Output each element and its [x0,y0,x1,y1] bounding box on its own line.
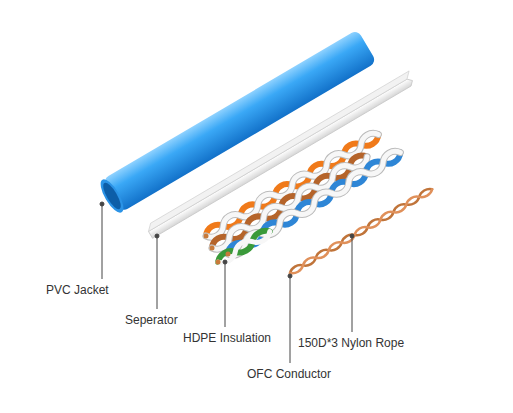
part-label: OFC Conductor [247,367,331,381]
part-label: Seperator [125,313,178,327]
twisted-pairs [203,130,403,266]
part-label: PVC Jacket [46,283,109,297]
part-label: HDPE Insulation [183,331,271,345]
nylon-rope [288,187,433,276]
part-label: 150D*3 Nylon Rope [298,336,404,350]
